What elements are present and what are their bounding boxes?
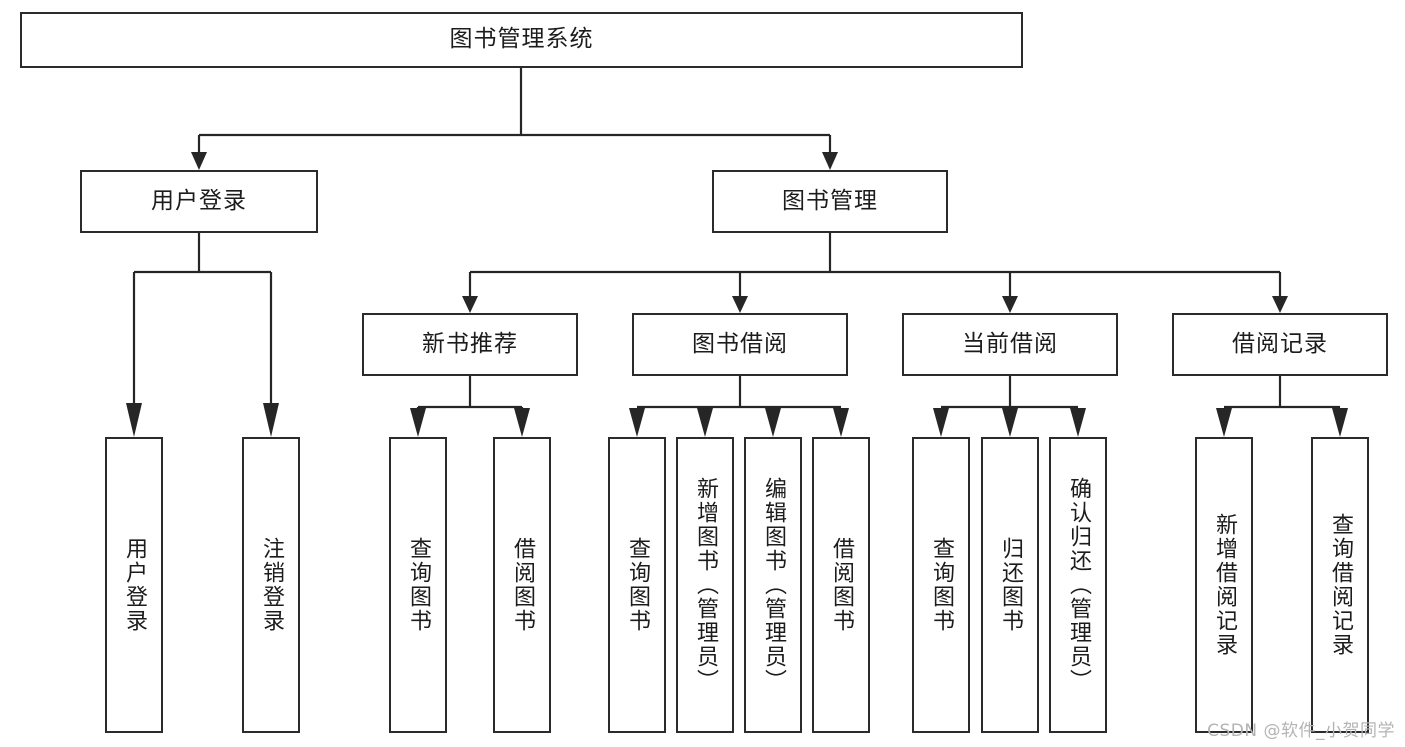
arrowhead-leaf-edit-book — [765, 408, 781, 437]
arrowhead-new-book-recommend — [462, 296, 478, 313]
node-label-leaf-add-book: 新增图书（管理员） — [692, 477, 718, 693]
arrowhead-user-login — [191, 152, 207, 170]
arrowhead-leaf-borrow-book-1 — [514, 408, 530, 437]
arrowhead-leaf-borrow-book-2 — [833, 408, 849, 437]
node-label-leaf-confirm-return: 确认归还（管理员） — [1065, 477, 1091, 693]
node-book-borrow[interactable]: 图书借阅 — [632, 313, 848, 376]
arrowhead-book-borrow — [732, 296, 748, 313]
arrowhead-leaf-return-book — [1002, 408, 1018, 437]
arrowhead-leaf-user-logout — [263, 403, 279, 437]
node-label-book-management: 图书管理 — [782, 187, 878, 214]
node-new-book-recommend[interactable]: 新书推荐 — [362, 313, 578, 376]
arrowhead-leaf-query-book-1 — [410, 408, 426, 437]
node-leaf-query-book-2[interactable]: 查询图书 — [608, 437, 666, 733]
node-label-leaf-user-login: 用户登录 — [121, 537, 147, 633]
node-leaf-query-record[interactable]: 查询借阅记录 — [1311, 437, 1369, 733]
node-leaf-confirm-return[interactable]: 确认归还（管理员） — [1049, 437, 1107, 733]
node-leaf-user-logout[interactable]: 注销登录 — [242, 437, 300, 733]
node-leaf-return-book[interactable]: 归还图书 — [981, 437, 1039, 733]
node-book-management[interactable]: 图书管理 — [712, 170, 948, 233]
arrowhead-leaf-add-book — [697, 408, 713, 437]
arrowhead-leaf-query-book-3 — [933, 408, 949, 437]
node-leaf-user-login[interactable]: 用户登录 — [105, 437, 163, 733]
node-root-system[interactable]: 图书管理系统 — [20, 12, 1023, 68]
node-label-leaf-query-book-3: 查询图书 — [928, 537, 954, 633]
node-label-book-borrow: 图书借阅 — [692, 330, 788, 357]
arrowhead-current-borrow — [1002, 296, 1018, 313]
node-leaf-borrow-book-1[interactable]: 借阅图书 — [493, 437, 551, 733]
node-label-leaf-user-logout: 注销登录 — [258, 537, 284, 633]
node-label-leaf-borrow-book-1: 借阅图书 — [509, 537, 535, 633]
node-label-leaf-return-book: 归还图书 — [997, 537, 1023, 633]
node-leaf-add-record[interactable]: 新增借阅记录 — [1195, 437, 1253, 733]
arrowhead-borrow-record — [1272, 296, 1288, 313]
arrowhead-leaf-confirm-return — [1070, 408, 1086, 437]
watermark-text: CSDN @软件_小贺同学 — [1207, 721, 1395, 741]
arrowhead-leaf-query-record — [1332, 408, 1348, 437]
node-leaf-add-book[interactable]: 新增图书（管理员） — [676, 437, 734, 733]
arrowhead-book-management — [822, 152, 838, 170]
node-label-borrow-record: 借阅记录 — [1232, 330, 1328, 357]
node-label-leaf-query-book-2: 查询图书 — [624, 537, 650, 633]
node-borrow-record[interactable]: 借阅记录 — [1172, 313, 1388, 376]
node-label-leaf-add-record: 新增借阅记录 — [1211, 513, 1237, 657]
node-label-new-book-recommend: 新书推荐 — [422, 330, 518, 357]
node-user-login[interactable]: 用户登录 — [80, 170, 318, 233]
node-leaf-borrow-book-2[interactable]: 借阅图书 — [812, 437, 870, 733]
arrowhead-leaf-query-book-2 — [629, 408, 645, 437]
node-leaf-edit-book[interactable]: 编辑图书（管理员） — [744, 437, 802, 733]
node-leaf-query-book-3[interactable]: 查询图书 — [912, 437, 970, 733]
node-label-current-borrow: 当前借阅 — [962, 330, 1058, 357]
node-label-leaf-edit-book: 编辑图书（管理员） — [760, 477, 786, 693]
node-label-leaf-query-book-1: 查询图书 — [405, 537, 431, 633]
node-label-leaf-borrow-book-2: 借阅图书 — [828, 537, 854, 633]
node-label-root: 图书管理系统 — [449, 26, 594, 53]
arrowhead-leaf-user-login — [126, 403, 142, 437]
node-leaf-query-book-1[interactable]: 查询图书 — [389, 437, 447, 733]
arrowhead-leaf-add-record — [1216, 408, 1232, 437]
node-current-borrow[interactable]: 当前借阅 — [902, 313, 1118, 376]
node-label-leaf-query-record: 查询借阅记录 — [1327, 513, 1353, 657]
node-label-user-login: 用户登录 — [151, 187, 247, 214]
